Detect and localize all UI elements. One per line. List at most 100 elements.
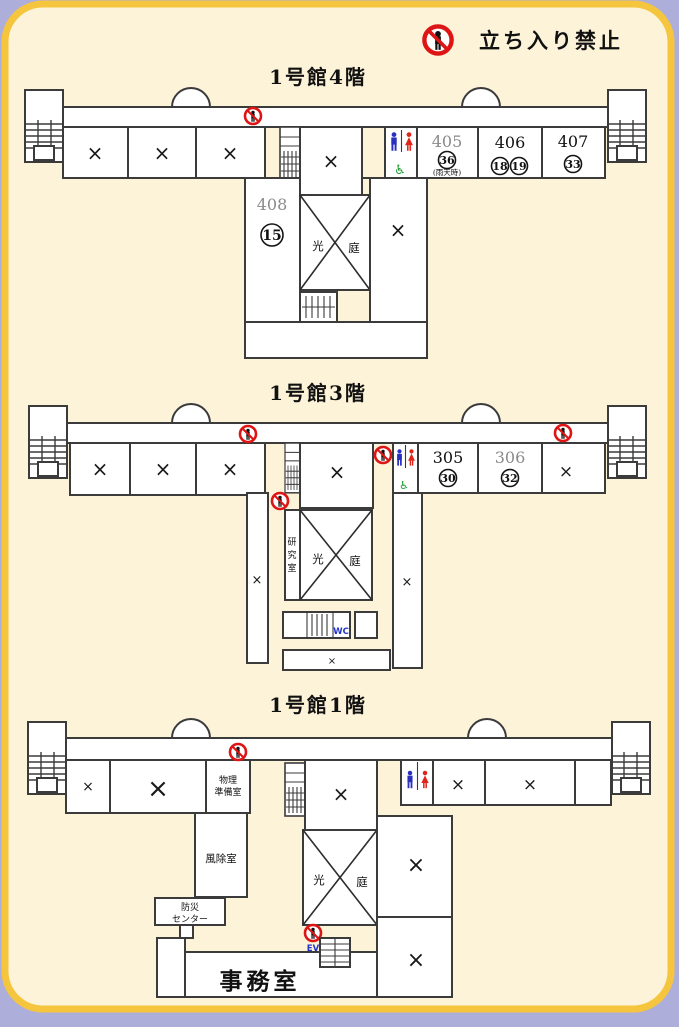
dome-bump xyxy=(171,718,211,739)
closed-mark: × xyxy=(390,218,407,242)
closed-room xyxy=(299,126,363,196)
floor-1-title: 1号館1階 xyxy=(269,693,367,717)
closed-mark: × xyxy=(328,656,336,667)
closed-mark: × xyxy=(333,782,350,806)
closed-mark: × xyxy=(329,460,346,484)
wc-block: WC xyxy=(282,611,378,639)
elevator-label: EV xyxy=(307,944,320,954)
closed-room xyxy=(246,492,269,664)
office-label: 事務室 xyxy=(220,968,301,995)
room-406-number: 406 xyxy=(495,133,526,152)
room-306: 306 32 xyxy=(477,442,543,494)
stairwell-west xyxy=(27,721,67,795)
closed-room xyxy=(376,815,453,918)
closed-mark: × xyxy=(407,948,425,973)
no-entry-icon xyxy=(243,106,263,126)
wc-label: WC xyxy=(333,627,349,637)
light-court-label: 光 xyxy=(313,873,325,887)
no-entry-icon xyxy=(270,491,290,511)
closed-mark: × xyxy=(92,457,109,481)
closed-mark: × xyxy=(154,141,171,165)
closed-room xyxy=(195,442,266,496)
inner-stairs xyxy=(279,126,301,181)
closed-room xyxy=(282,649,391,671)
closed-room xyxy=(299,442,374,509)
accessible-icon: ♿ xyxy=(399,479,409,492)
closed-mark: × xyxy=(222,457,239,481)
badge-32: 32 xyxy=(502,472,517,485)
disaster-center: 防災 センター xyxy=(154,897,226,926)
court-diagonal xyxy=(302,829,378,926)
accessible-icon: ♿ xyxy=(394,163,406,178)
closed-mark: × xyxy=(82,779,94,795)
light-court-label: 庭 xyxy=(348,241,360,255)
court-diagonal xyxy=(299,509,373,601)
legend-label: 立ち入り禁止 xyxy=(479,28,623,53)
dome-bump xyxy=(461,403,501,424)
windbreak-room: 風除室 xyxy=(194,812,248,898)
lab-label: 室 xyxy=(287,562,296,574)
inner-stairs xyxy=(284,442,301,494)
physics-prep-label: 物理 xyxy=(219,774,237,786)
badge-36: 36 xyxy=(439,154,455,167)
closed-mark: × xyxy=(87,141,104,165)
room-405-note: (雨天時) xyxy=(433,168,461,177)
small-room xyxy=(354,611,378,639)
room-305-number: 305 xyxy=(433,448,464,467)
closed-mark: × xyxy=(222,141,239,165)
closed-room xyxy=(129,442,197,496)
closed-room xyxy=(127,126,197,179)
closed-room xyxy=(376,916,453,998)
stairwell-west xyxy=(24,89,64,163)
closed-room xyxy=(304,759,378,831)
no-entry-icon xyxy=(238,424,258,444)
closed-mark: × xyxy=(451,775,465,795)
no-entry-icon xyxy=(373,445,393,465)
restroom xyxy=(400,759,434,806)
corridor xyxy=(61,106,613,128)
physics-prep-room: 物理 準備室 xyxy=(205,759,251,814)
windbreak-label: 風除室 xyxy=(205,852,237,865)
disaster-center-label: センター xyxy=(172,914,208,925)
closed-room xyxy=(62,126,129,179)
light-court: 光 庭 xyxy=(302,829,378,926)
court-diagonal xyxy=(299,194,371,291)
closed-mark: × xyxy=(559,462,573,482)
room-407-number: 407 xyxy=(558,132,589,151)
light-court-label: 庭 xyxy=(356,875,368,889)
light-court: 光 庭 xyxy=(299,509,373,601)
disaster-center-label: 防災 xyxy=(181,901,199,913)
inner-stairs xyxy=(299,291,338,323)
floor-3-plan: 1号館3階 × × × × × 研 究 室 光 xyxy=(28,381,647,671)
light-court-label: 庭 xyxy=(349,554,361,568)
badge-19: 19 xyxy=(511,160,526,173)
room-405: 405 36 (雨天時) xyxy=(416,126,479,179)
dome-bump xyxy=(461,87,501,108)
closed-room xyxy=(369,177,428,323)
dome-bump xyxy=(171,87,211,108)
badge-30: 30 xyxy=(440,472,456,485)
floor-4-title: 1号館4階 xyxy=(269,65,367,89)
wall-step xyxy=(179,924,194,939)
dome-bump xyxy=(467,718,507,739)
room-outline xyxy=(477,126,543,179)
room-408-number: 408 xyxy=(257,195,288,214)
lab-label: 研 xyxy=(287,537,296,548)
room-outline xyxy=(154,897,226,926)
badge-circle xyxy=(490,156,510,176)
closed-rooms: × × × xyxy=(62,126,266,179)
room-407: 407 33 xyxy=(541,126,606,179)
room-405-number: 405 xyxy=(432,132,463,151)
inner-stairs xyxy=(284,762,306,817)
floor-4-plan: 1号館4階 × × × × ♿ 405 36 (雨天 xyxy=(24,65,647,359)
closed-room xyxy=(195,126,266,179)
light-court-label: 光 xyxy=(312,239,324,253)
badge-circle xyxy=(438,468,458,488)
restroom: ♿ xyxy=(392,442,419,494)
narrow-room xyxy=(156,937,186,998)
closed-mark: × xyxy=(147,774,169,804)
badge-33: 33 xyxy=(565,158,580,171)
restroom: ♿ xyxy=(384,126,418,179)
